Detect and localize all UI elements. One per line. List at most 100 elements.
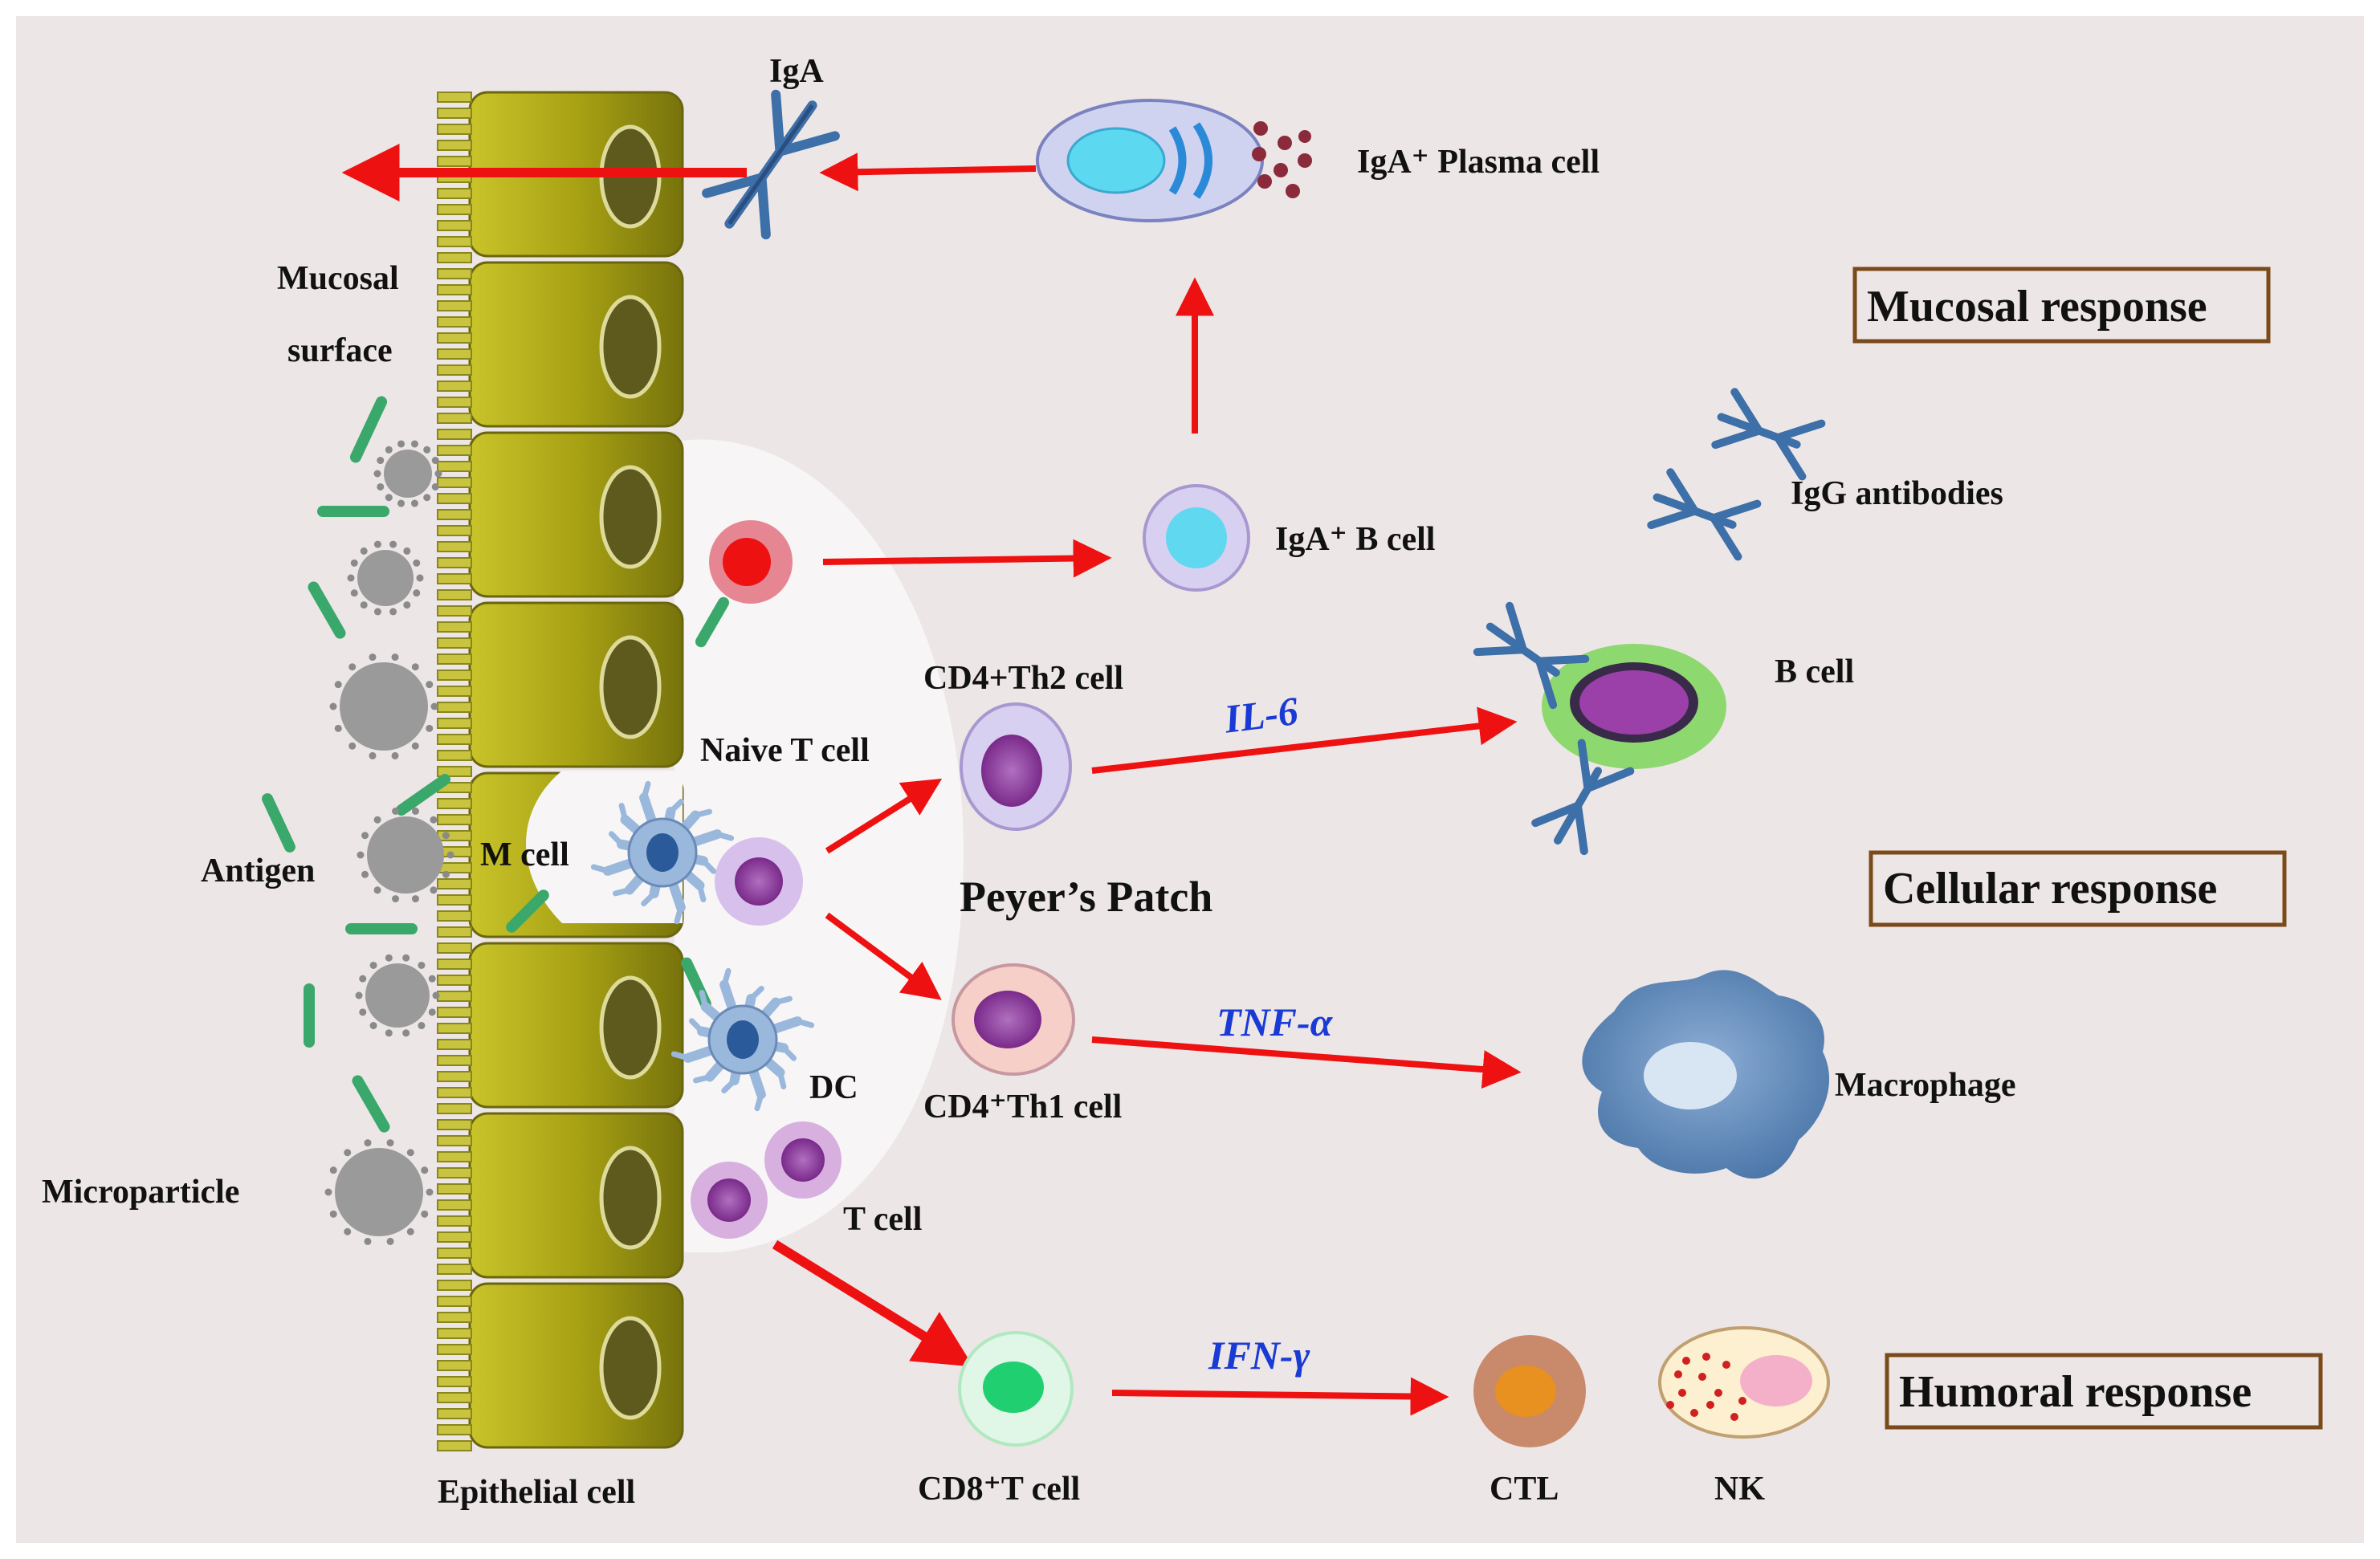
microvillus [437, 1087, 472, 1098]
microvillus [437, 477, 472, 488]
microparticle [324, 1139, 434, 1245]
microvillus [437, 316, 472, 328]
iga-antibody [702, 89, 840, 240]
microvillus [437, 750, 472, 761]
antigen-rod [349, 396, 388, 463]
iga-label: IgA [769, 53, 824, 90]
microvillus [437, 1312, 472, 1323]
microvillus [437, 702, 472, 713]
microvillus [437, 718, 472, 729]
microvillus [437, 1328, 472, 1339]
microvillus [437, 397, 472, 408]
igg-antibody [1647, 468, 1762, 561]
microvillus [437, 1039, 472, 1050]
background [16, 16, 2364, 1543]
antigen-rod [352, 1075, 390, 1133]
microvillus [437, 1199, 472, 1211]
antigen-label: Antigen [201, 853, 315, 889]
plasma-cell [1036, 99, 1312, 222]
b-cell-antibody [1531, 739, 1635, 856]
microvillus [437, 188, 472, 199]
antigen-rod [262, 793, 295, 853]
microvillus [437, 1055, 472, 1066]
microvillus [437, 1376, 472, 1387]
microvillus [437, 1440, 472, 1451]
microvillus [437, 1119, 472, 1130]
b-cell-label: B cell [1775, 653, 1854, 690]
humoral-response-label: Humoral response [1899, 1367, 2252, 1417]
macrophage-label: Macrophage [1835, 1067, 2016, 1104]
microvillus [437, 1231, 472, 1243]
microvillus [437, 878, 472, 889]
th1-cell-label: CD4⁺Th1 cell [923, 1089, 1122, 1125]
cd8-t-cell-label: CD8⁺T cell [918, 1471, 1080, 1508]
microvillus [437, 429, 472, 440]
microvillus [437, 1023, 472, 1034]
microvillus [437, 766, 472, 777]
microvillus [437, 381, 472, 392]
microvillus [437, 108, 472, 119]
microvillus [437, 541, 472, 552]
microvillus [437, 589, 472, 600]
mucosal-surface-label-1: Mucosal [277, 260, 399, 297]
arrow-th1-to-macrophage [1091, 1036, 1522, 1089]
microvillus [437, 1408, 472, 1419]
epithelial-nucleus [599, 1316, 662, 1420]
mucosal-surface-label-2: surface [287, 332, 393, 369]
microvillus [437, 220, 472, 231]
microvillus [437, 1215, 472, 1227]
naive-t-cell-label: Naive T cell [700, 732, 870, 769]
microvillus [437, 959, 472, 970]
microvillus [437, 140, 472, 151]
nk-cell [1658, 1326, 1830, 1439]
epithelial-cell-label: Epithelial cell [438, 1474, 635, 1511]
microparticles [324, 440, 454, 1245]
microvillus [437, 573, 472, 584]
microparticle [347, 540, 424, 616]
microvillus [437, 1151, 472, 1162]
microvillus [437, 653, 472, 665]
il6-label: IL-6 [1221, 688, 1301, 742]
arrow-red-to-igab [822, 539, 1112, 578]
microvillus [437, 1071, 472, 1082]
arrow-plasma-to-iga [819, 153, 1037, 192]
microvillus [437, 942, 472, 954]
microvillus [437, 252, 472, 263]
microvillus [437, 814, 472, 825]
microvillus [437, 910, 472, 922]
microparticle [329, 653, 438, 759]
microvillus [437, 332, 472, 344]
t-cell-label: T cell [843, 1201, 922, 1238]
microvillus [437, 1264, 472, 1275]
microvillus [437, 734, 472, 745]
ifn-label: IFN-γ [1208, 1333, 1310, 1378]
epithelial-nucleus [599, 635, 662, 739]
epithelial-nucleus [599, 975, 662, 1080]
microvillus [437, 156, 472, 167]
microvillus [437, 413, 472, 424]
cellular-response-label: Cellular response [1883, 864, 2217, 914]
epithelial-nucleus [599, 295, 662, 399]
microvillus [437, 894, 472, 906]
microvillus [437, 284, 472, 295]
naive-t-cell [715, 837, 803, 926]
antigen-rod [308, 581, 346, 639]
antigen-rod [506, 889, 549, 933]
antigens [262, 396, 729, 1133]
microvillus [437, 236, 472, 247]
microvillus [437, 1296, 472, 1307]
epithelial-nucleus [599, 465, 662, 569]
microparticle [357, 807, 454, 903]
ctl-cell [1473, 1335, 1586, 1447]
nk-label: NK [1714, 1471, 1765, 1508]
microvillus [437, 621, 472, 633]
antigen-rod [345, 923, 418, 934]
arrow-tcell-to-cd8 [772, 1239, 974, 1367]
plasma-cell-label: IgA⁺ Plasma cell [1357, 144, 1600, 181]
microvillus [437, 1344, 472, 1355]
microvillus [437, 637, 472, 649]
microvillus [437, 991, 472, 1002]
microvillus [437, 1135, 472, 1146]
microvillus [437, 525, 472, 536]
microvillus [437, 1183, 472, 1195]
